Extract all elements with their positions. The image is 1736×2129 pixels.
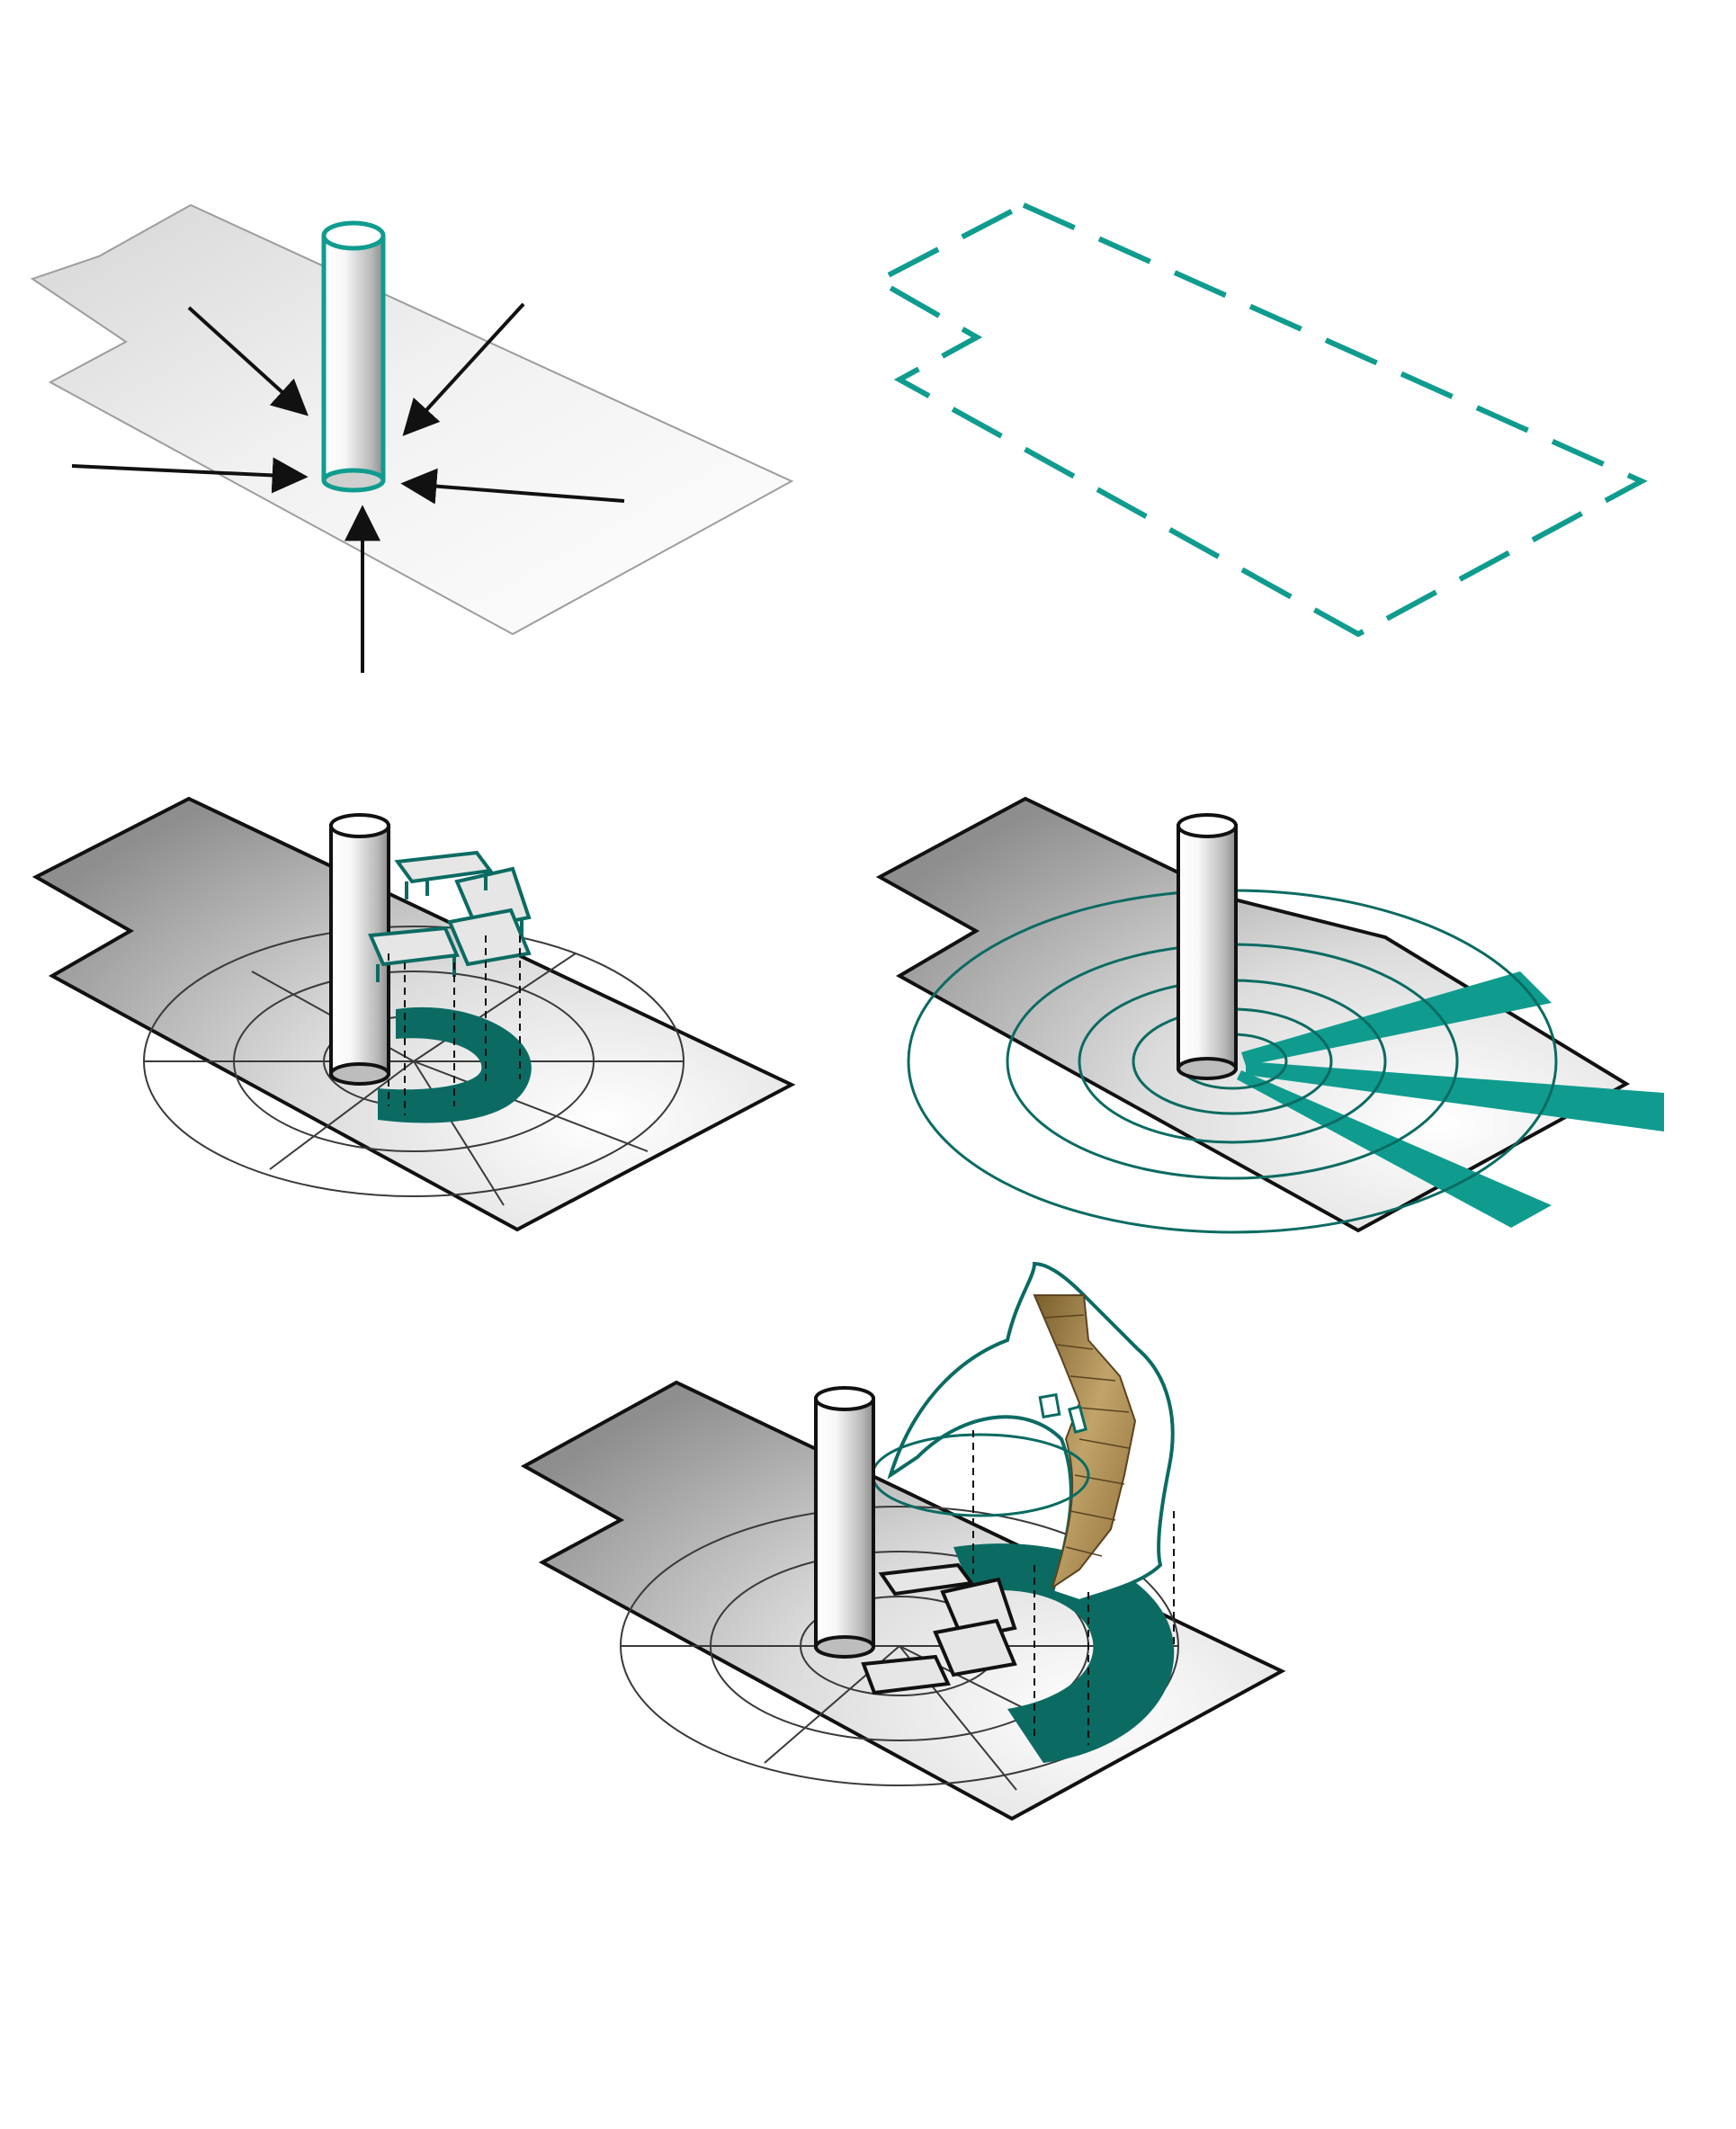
- column: [814, 1386, 875, 1659]
- accent-arc: [378, 1006, 532, 1123]
- table: [368, 926, 460, 967]
- column: [1177, 813, 1238, 1080]
- arrow-icon: [402, 302, 525, 436]
- table: [861, 1654, 951, 1695]
- arrow-icon: [71, 457, 309, 494]
- panel-dashed-footprint: [872, 202, 1648, 638]
- floor-plate: [875, 796, 1630, 1233]
- ray: [1241, 971, 1552, 1066]
- panel-column-with-tables: [31, 796, 796, 1232]
- ray: [1246, 1061, 1664, 1132]
- accent-arc: [953, 1543, 1175, 1763]
- panel-column-convergence: [30, 203, 794, 673]
- stair: [1033, 1294, 1137, 1590]
- table: [878, 1562, 975, 1597]
- table-group: [861, 1562, 1017, 1695]
- table-group: [368, 850, 532, 967]
- arrow-icon: [400, 468, 625, 505]
- ray: [1237, 1070, 1552, 1228]
- floor-plate: [30, 203, 794, 636]
- arrow-group: [71, 302, 625, 673]
- table: [447, 908, 532, 967]
- column: [321, 220, 386, 493]
- panel-column-with-rays: [875, 796, 1664, 1234]
- table: [933, 1618, 1017, 1677]
- panel-column-with-stair-enclosure: [520, 1261, 1286, 1821]
- ray-group: [1237, 971, 1664, 1228]
- dashed-outline: [872, 202, 1648, 638]
- arrow-icon: [187, 306, 309, 416]
- table: [394, 850, 494, 884]
